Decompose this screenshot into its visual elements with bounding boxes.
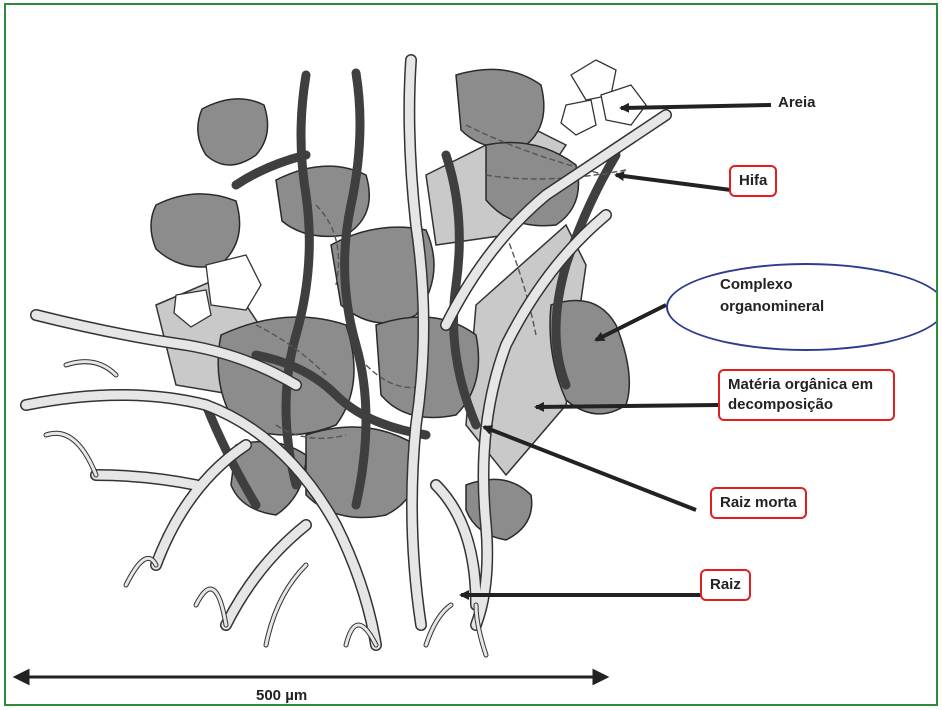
label-materia-line1: Matéria orgânica em [728,375,873,395]
label-hifa: Hifa [729,165,777,197]
label-areia: Areia [778,93,816,113]
scale-bar [16,671,606,683]
label-complexo-line2: organomineral [720,297,824,317]
label-raiz: Raiz [700,569,751,601]
scale-bar-label: 500 µm [256,687,307,704]
label-raiz-morta: Raiz morta [710,487,807,519]
arrow-hifa [616,175,731,190]
arrow-materia [536,405,718,407]
label-complexo-line1: Complexo [720,275,793,295]
label-materia-box: Matéria orgânica em decomposição [718,369,895,421]
figure-frame: Areia Hifa Complexo organomineral Matéri… [4,3,938,706]
label-materia-line2: decomposição [728,395,873,415]
